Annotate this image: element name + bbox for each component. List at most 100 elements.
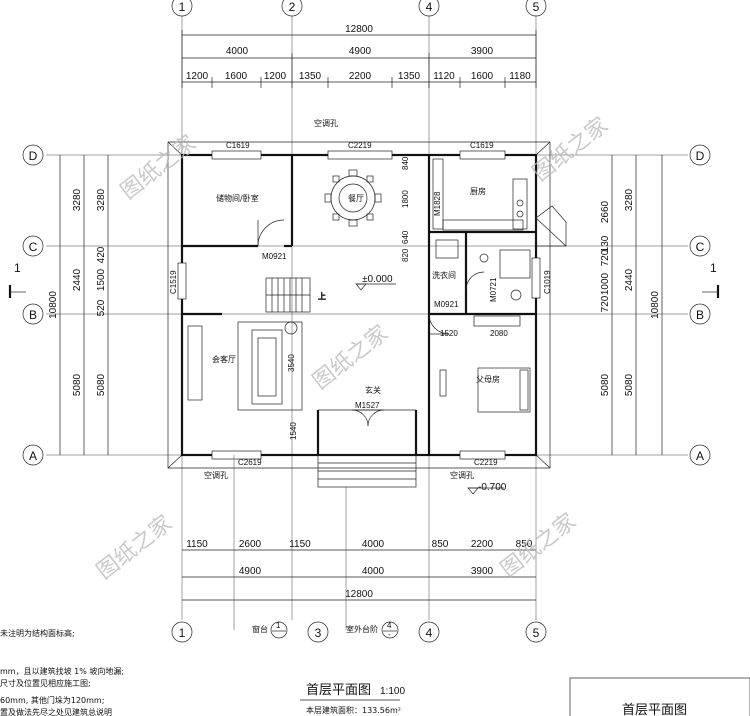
svg-text:60mm, 其他门垛为120mm;: 60mm, 其他门垛为120mm;: [0, 695, 104, 705]
drawing-title: 首层平面图 1:100 本层建筑面积：133.56m²: [300, 683, 405, 715]
room-storage: 储物间/卧室: [216, 193, 259, 203]
left-dimensions: 10800 3280 2440 5080 3280 420 1500 520 5…: [48, 155, 109, 455]
svg-text:1: 1: [14, 261, 21, 275]
svg-text:-0.700: -0.700: [478, 482, 507, 493]
svg-text:C: C: [696, 240, 705, 254]
svg-text:-: -: [388, 630, 391, 639]
axis-bubble-5-top: 5: [525, 0, 547, 17]
axis-bubbles: 1 2 4 5 1 3 4 5 D C B A D C B A: [22, 0, 711, 643]
svg-text:图纸之家: 图纸之家: [496, 509, 581, 583]
interior-dimensions: 840 1800 640 820 3540 1540 1520 2080: [287, 156, 508, 440]
svg-text:图纸之家: 图纸之家: [528, 113, 613, 187]
svg-text:2200: 2200: [471, 539, 494, 550]
svg-text:图纸之家: 图纸之家: [308, 321, 393, 395]
svg-text:B: B: [29, 308, 37, 322]
detail-markers: 窗台 1 室外台阶 4 -: [233, 455, 399, 639]
svg-text:M0921: M0921: [434, 300, 459, 309]
axis-bubble-4-top: 4: [418, 0, 440, 17]
svg-text:850: 850: [432, 539, 449, 550]
svg-text:4900: 4900: [349, 46, 372, 57]
svg-text:1350: 1350: [299, 71, 322, 82]
svg-text:mm，且以建筑找坡 1% 坡向地漏;: mm，且以建筑找坡 1% 坡向地漏;: [0, 666, 124, 676]
axis-bubble-4-bottom: 4: [418, 621, 440, 643]
svg-text:1200: 1200: [264, 71, 287, 82]
svg-text:C1619: C1619: [226, 141, 250, 150]
svg-text:C2619: C2619: [238, 458, 262, 467]
svg-text:M1828: M1828: [433, 191, 442, 216]
svg-text:4900: 4900: [239, 566, 262, 577]
svg-text:室外台阶: 室外台阶: [346, 624, 378, 634]
svg-text:A: A: [29, 449, 37, 463]
title-block: 首层平面图: [569, 677, 750, 716]
svg-text:未注明为结构面标高;: 未注明为结构面标高;: [0, 628, 75, 638]
axis-bubble-3-bottom: 3: [307, 621, 329, 643]
svg-text:2: 2: [289, 0, 296, 14]
svg-text:1150: 1150: [289, 539, 311, 550]
axis-bubble-2-top: 2: [281, 0, 303, 17]
svg-text:2600: 2600: [239, 539, 262, 550]
svg-text:D: D: [696, 149, 705, 163]
room-labels: 储物间/卧室 餐厅 厨房 会客厅 玄关 父母房 洗衣间: [212, 186, 500, 395]
svg-text:1540: 1540: [289, 422, 298, 440]
svg-text:5080: 5080: [96, 373, 107, 396]
svg-text:1520: 1520: [440, 329, 458, 338]
svg-text:M0721: M0721: [489, 277, 498, 302]
svg-text:5080: 5080: [72, 373, 83, 396]
svg-text:C2219: C2219: [348, 141, 372, 150]
room-kitchen: 厨房: [470, 186, 486, 196]
svg-text:820: 820: [401, 248, 410, 262]
svg-text:C1519: C1519: [169, 270, 178, 294]
svg-text:3900: 3900: [471, 566, 494, 577]
svg-text:5080: 5080: [624, 373, 635, 396]
svg-text:5080: 5080: [600, 373, 611, 396]
svg-text:4000: 4000: [362, 566, 385, 577]
svg-text:空调孔: 空调孔: [314, 118, 338, 128]
svg-text:B: B: [696, 308, 704, 322]
svg-text:窗台: 窗台: [252, 624, 268, 634]
svg-text:4: 4: [426, 0, 433, 14]
svg-text:首层平面图: 首层平面图: [622, 703, 687, 716]
room-parents: 父母房: [476, 374, 500, 384]
svg-text:10800: 10800: [650, 291, 661, 319]
svg-text:840: 840: [401, 156, 410, 170]
svg-text:520: 520: [96, 299, 107, 316]
svg-text:5: 5: [533, 0, 540, 14]
svg-text:1: 1: [710, 261, 717, 275]
room-dining: 餐厅: [348, 194, 364, 203]
kitchen-fixtures: [432, 158, 531, 301]
svg-text:420: 420: [96, 246, 107, 263]
room-laundry: 洗衣间: [432, 270, 456, 280]
windows: [177, 150, 541, 460]
svg-text:图纸之家: 图纸之家: [92, 511, 177, 585]
svg-text:12800: 12800: [345, 589, 373, 600]
drawing-scale: 1:100: [380, 686, 405, 697]
axis-bubble-A-right: A: [689, 444, 711, 466]
svg-text:850: 850: [516, 539, 533, 550]
svg-text:2200: 2200: [349, 71, 372, 82]
svg-text:2080: 2080: [490, 329, 508, 338]
svg-text:3900: 3900: [471, 46, 494, 57]
svg-text:1120: 1120: [433, 71, 455, 82]
svg-text:±0.000: ±0.000: [362, 274, 393, 285]
opening-codes: C1619 C2219 C1619 C1519 C1019 C2619 C221…: [169, 118, 552, 480]
sofa-set: [187, 321, 303, 411]
svg-text:C2219: C2219: [474, 458, 498, 467]
svg-text:3: 3: [315, 626, 322, 640]
dining-table: [324, 169, 382, 227]
level-marks: ±0.000 -0.700: [355, 274, 507, 495]
svg-text:M1527: M1527: [355, 401, 380, 410]
svg-text:1150: 1150: [186, 539, 208, 550]
axis-bubble-1-bottom: 1: [171, 621, 193, 643]
svg-text:M0921: M0921: [262, 252, 287, 261]
svg-text:1600: 1600: [225, 71, 248, 82]
svg-text:1: 1: [276, 621, 281, 630]
svg-text:720: 720: [600, 249, 611, 266]
svg-text:2660: 2660: [600, 200, 611, 223]
svg-text:1200: 1200: [186, 71, 209, 82]
svg-text:4000: 4000: [226, 46, 249, 57]
svg-text:2440: 2440: [72, 268, 83, 291]
svg-text:1800: 1800: [401, 190, 410, 208]
svg-text:3280: 3280: [624, 188, 635, 211]
top-dimensions: 12800 4000 4900 3900 1200 1600 1200 1350…: [181, 24, 537, 88]
axis-bubble-B-right: B: [689, 303, 711, 325]
